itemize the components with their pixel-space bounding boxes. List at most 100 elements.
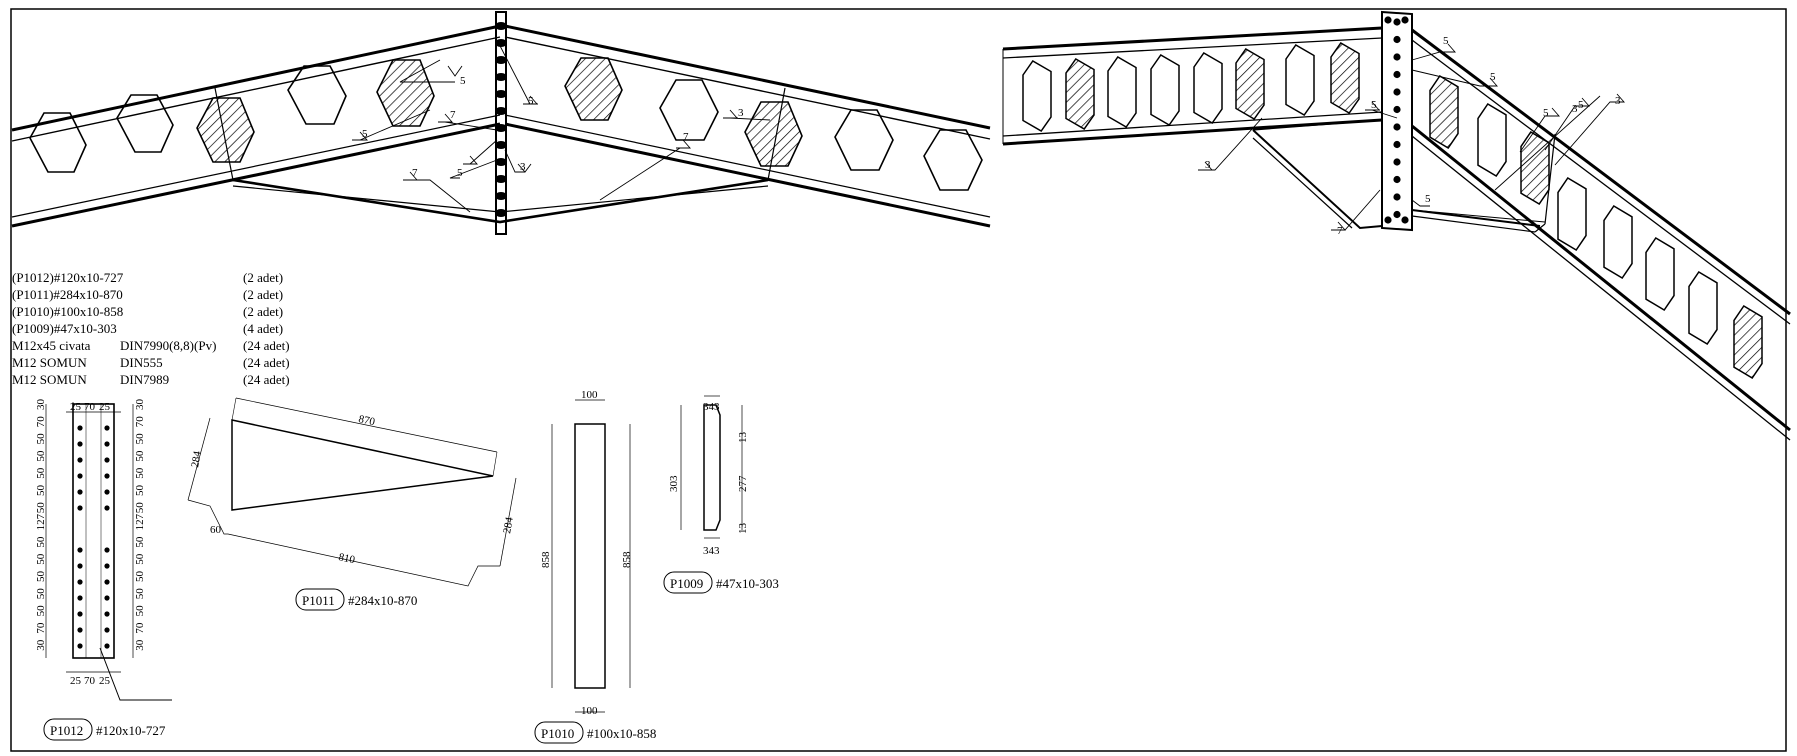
dim-label: 70	[84, 401, 96, 413]
p1012-bolt-holes	[77, 425, 110, 649]
dim-label: 30	[35, 639, 47, 651]
dim-label: 50	[134, 536, 146, 548]
bolt-head	[1401, 216, 1409, 224]
isometric-openings	[1022, 42, 1763, 380]
dim-label: 30	[134, 399, 146, 411]
web-opening	[1193, 52, 1223, 124]
bom-part: (P1012)#120x10-727	[12, 270, 124, 285]
weld-size-label: 5	[1543, 107, 1549, 119]
dim-label: 70	[134, 622, 146, 634]
dim-label: 50	[134, 605, 146, 617]
weld-size-label: 3	[1572, 103, 1578, 115]
p1009-dimensions: 343 343 303 13 277 13	[668, 401, 749, 557]
dim-label: 70	[35, 416, 47, 428]
dim-label: 50	[134, 588, 146, 600]
bolt-hole	[77, 425, 83, 431]
part-mark: P1011	[302, 593, 335, 608]
bolt-head	[495, 73, 507, 81]
dim-label: 870	[357, 413, 376, 428]
part-mark-box	[534, 721, 584, 744]
bom-quantity: (24 adet)	[243, 338, 290, 353]
dim-label: 70	[35, 622, 47, 634]
p1010-dimensions: 100 100 858 858	[540, 389, 633, 717]
bolt-hole	[104, 505, 110, 511]
bolt-head	[1393, 53, 1401, 61]
dim-label: 100	[581, 389, 598, 401]
bolt-hole	[104, 441, 110, 447]
bom-row: (P1011)#284x10-870 (2 adet)	[12, 287, 283, 302]
dim-label: 50	[35, 450, 47, 462]
bom-quantity: (24 adet)	[243, 372, 290, 387]
part-p1011-drawing	[187, 397, 517, 587]
bolt-hole	[77, 595, 83, 601]
dim-label: 60	[210, 524, 222, 536]
front-view-weld-leaders	[352, 39, 771, 213]
dim-label: 50	[134, 433, 146, 445]
bom-row: M12 SOMUN DIN7989 (24 adet)	[12, 372, 290, 387]
bolt-hole	[104, 457, 110, 463]
dim-label: 100	[581, 705, 598, 717]
dim-label: 810	[337, 551, 356, 566]
bom-part: (P1010)#100x10-858	[12, 304, 123, 319]
isometric-weld-leaders	[1198, 43, 1625, 231]
bolt-head	[1393, 123, 1401, 131]
dim-label: 13	[737, 432, 749, 444]
web-opening	[1645, 236, 1675, 312]
bolt-hole	[104, 473, 110, 479]
bom-part: M12 SOMUN	[12, 372, 87, 387]
weld-size-label: 5	[1425, 193, 1431, 205]
bom-row: M12x45 civata DIN7990(8,8)(Pv) (24 adet)	[12, 338, 290, 353]
bolt-hole	[104, 547, 110, 553]
part-spec: #120x10-727	[96, 723, 166, 738]
bolt-head	[495, 22, 507, 30]
web-opening	[1603, 204, 1633, 280]
p1009-part-tag: P1009 #47x10-303	[663, 571, 779, 594]
part-mark-box	[663, 571, 713, 594]
bom-row: (P1010)#100x10-858 (2 adet)	[12, 304, 283, 319]
p1010-part-tag: P1010 #100x10-858	[534, 721, 656, 744]
bolt-head	[1393, 193, 1401, 201]
dim-label: 30	[134, 639, 146, 651]
part-mark-box	[295, 588, 345, 611]
dim-label: 50	[35, 571, 47, 583]
bolt-hole	[77, 611, 83, 617]
p1012-part-tag: P1012 #120x10-727	[43, 718, 166, 741]
dim-label: 343	[703, 545, 720, 557]
bolt-hole	[77, 489, 83, 495]
bom-row: (P1009)#47x10-303 (4 adet)	[12, 321, 283, 336]
p1012-dimensions: 25 70 25 25 70 25	[70, 401, 111, 687]
dim-label: 343	[703, 401, 720, 413]
part-spec: #100x10-858	[587, 726, 656, 741]
dim-label: 25	[70, 675, 82, 687]
bolt-hole	[104, 563, 110, 569]
weld-size-label: 3	[738, 107, 744, 119]
bolt-hole	[77, 547, 83, 553]
hatched-opening	[1235, 48, 1265, 120]
bom-quantity: (24 adet)	[243, 355, 290, 370]
bolt-hole	[104, 489, 110, 495]
dim-label: 50	[134, 450, 146, 462]
dim-label: 50	[134, 485, 146, 497]
bolt-head	[495, 192, 507, 200]
hatched-opening	[1520, 130, 1550, 206]
part-spec: #47x10-303	[716, 576, 779, 591]
web-opening	[1107, 56, 1137, 128]
dim-label: 25	[99, 401, 111, 413]
bolt-hole	[104, 627, 110, 633]
dim-label: 50	[35, 433, 47, 445]
hatched-opening	[1733, 304, 1763, 380]
dim-label: 284	[189, 450, 204, 469]
part-p1010-drawing	[551, 399, 631, 713]
dim-label: 50	[134, 571, 146, 583]
weld-size-label: 7	[450, 109, 456, 121]
p1011-dimensions: 870 810 284 284 60	[189, 413, 516, 566]
part-spec: #284x10-870	[348, 593, 417, 608]
bolt-head	[1393, 105, 1401, 114]
bill-of-materials: (P1012)#120x10-727 (2 adet) (P1011)#284x…	[12, 270, 290, 387]
part-p1009-drawing	[680, 395, 743, 539]
web-opening	[1150, 54, 1180, 126]
bom-part: M12x45 civata	[12, 338, 91, 353]
bolt-hole	[104, 579, 110, 585]
